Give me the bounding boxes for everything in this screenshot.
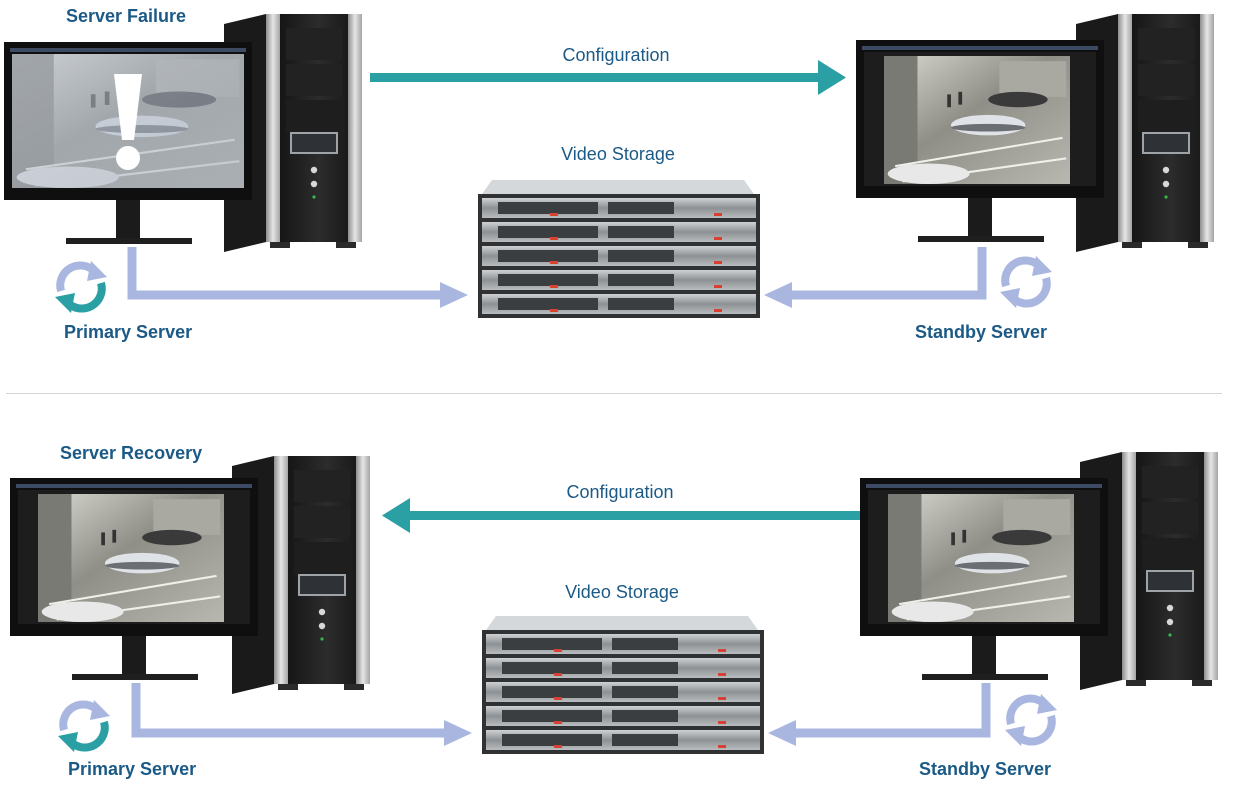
sync-icon-standby-top [1000, 256, 1052, 308]
config-label-top: Configuration [562, 45, 670, 65]
primary-label-bottom: Primary Server [68, 759, 197, 779]
failure-title: Server Failure [66, 6, 187, 26]
standby-server-bottom [860, 452, 1218, 690]
standby-storage-link-bottom [768, 683, 991, 746]
video-storage-top [478, 180, 760, 318]
primary-label-top: Primary Server [64, 322, 193, 342]
panel-divider [6, 393, 1222, 394]
standby-storage-link-top [764, 247, 987, 308]
sync-icon-standby-bottom [1005, 694, 1057, 746]
standby-label-bottom: Standby Server [919, 759, 1052, 779]
primary-storage-link-bottom [131, 683, 472, 746]
config-label-bottom: Configuration [566, 482, 674, 502]
sync-icon-primary-bottom [58, 700, 110, 752]
primary-storage-link-top [127, 247, 468, 308]
config-arrow-top [370, 60, 846, 95]
standby-label-top: Standby Server [915, 322, 1048, 342]
recovery-title: Server Recovery [60, 443, 203, 463]
storage-label-top: Video Storage [561, 144, 675, 164]
storage-label-bottom: Video Storage [565, 582, 679, 602]
primary-server-failed [4, 14, 362, 252]
video-storage-bottom [482, 616, 764, 754]
primary-server-recovered [10, 456, 370, 694]
standby-server-top [856, 14, 1214, 252]
warning-exclamation-icon [114, 74, 142, 170]
sync-icon-primary-top [55, 261, 107, 313]
config-arrow-bottom [382, 498, 860, 533]
